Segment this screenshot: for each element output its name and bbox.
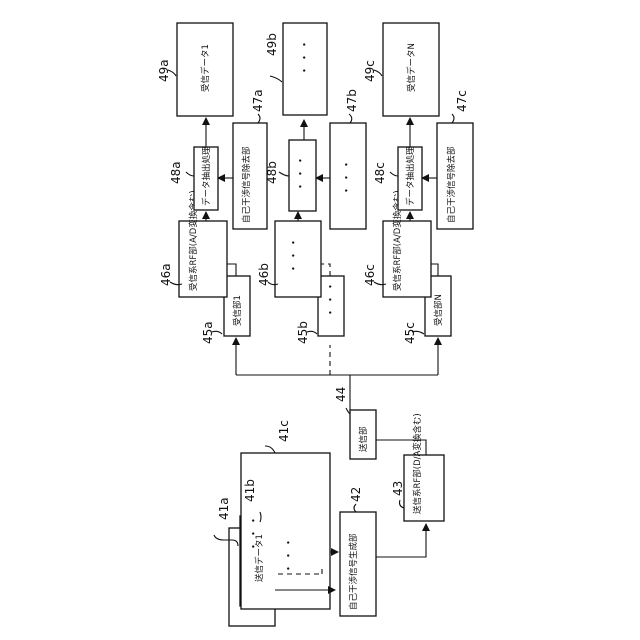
leader-43 (400, 500, 405, 508)
ref-48c: 48c (373, 162, 387, 184)
rx-data-b-ellipsis: ・・・ (298, 37, 311, 76)
ref-47a: 47a (251, 89, 265, 112)
ref-45a: 45a (201, 321, 215, 344)
ref-41a: 41a (217, 497, 231, 520)
cancel-a-label: 自己干渉信号除去部 (241, 146, 252, 223)
ref-47b: 47b (345, 89, 359, 112)
ref-49c: 49c (363, 60, 377, 82)
ref-42: 42 (349, 487, 363, 502)
leader-48c (390, 172, 398, 176)
rx-data-1-label: 受信データ1 (200, 44, 211, 92)
leader-41c (265, 446, 275, 453)
rx-unit-b-ellipsis: ・・・ (324, 279, 337, 318)
ref-45b: 45b (296, 321, 310, 344)
ref-43: 43 (391, 481, 405, 496)
tx-rf-box-43 (404, 455, 444, 521)
demod-a-label: データ抽出処理 (201, 146, 212, 206)
ref-49a: 49a (157, 59, 171, 82)
ref-46c: 46c (363, 264, 377, 286)
rx-unit-n-label: 受信部N (433, 294, 444, 326)
leader-42 (354, 504, 356, 512)
cancel-b-ellipsis: ・・・ (340, 157, 353, 196)
ref-45c: 45c (403, 322, 417, 344)
rx-unit-1-label: 受信部1 (232, 295, 243, 326)
ref-48b: 48b (265, 161, 279, 184)
rx-rf-box-46c (383, 221, 431, 297)
leader-47c (452, 114, 454, 123)
leader-48a (186, 172, 194, 176)
demod-b-ellipsis: ・・・ (294, 153, 307, 192)
leader-48b (279, 172, 289, 176)
tx-ellipsis-41b: ・・・ (282, 535, 295, 574)
ref-41c: 41c (277, 420, 291, 442)
ref-46b: 46b (257, 263, 271, 286)
ref-44: 44 (334, 387, 348, 402)
cancel-signal-gen-label: 自己干渉信号生成部 (348, 533, 359, 610)
ref-48a: 48a (169, 161, 183, 184)
demod-c-label: データ抽出処理 (405, 146, 416, 206)
leader-47a (258, 114, 260, 123)
rx-data-n-label: 受信データN (406, 43, 417, 92)
tx-ellipsis-41c: ・・・ (247, 513, 260, 552)
cancel-c-label: 自己干渉信号除去部 (446, 146, 457, 223)
leader-49b (270, 76, 282, 82)
rx-rf-box-46a (179, 221, 227, 297)
arrow-42-to-43 (376, 524, 426, 557)
ref-41b: 41b (243, 479, 257, 502)
ref-49b: 49b (265, 33, 279, 56)
rx-rf-b-ellipsis: ・・・ (287, 235, 300, 274)
leader-47b (349, 114, 352, 123)
tx-unit-label: 送信部 (358, 426, 369, 452)
tx-rf-label: 送信系RF部(D/A変換含む) (412, 413, 423, 514)
ref-47c: 47c (455, 90, 469, 112)
ref-46a: 46a (159, 263, 173, 286)
